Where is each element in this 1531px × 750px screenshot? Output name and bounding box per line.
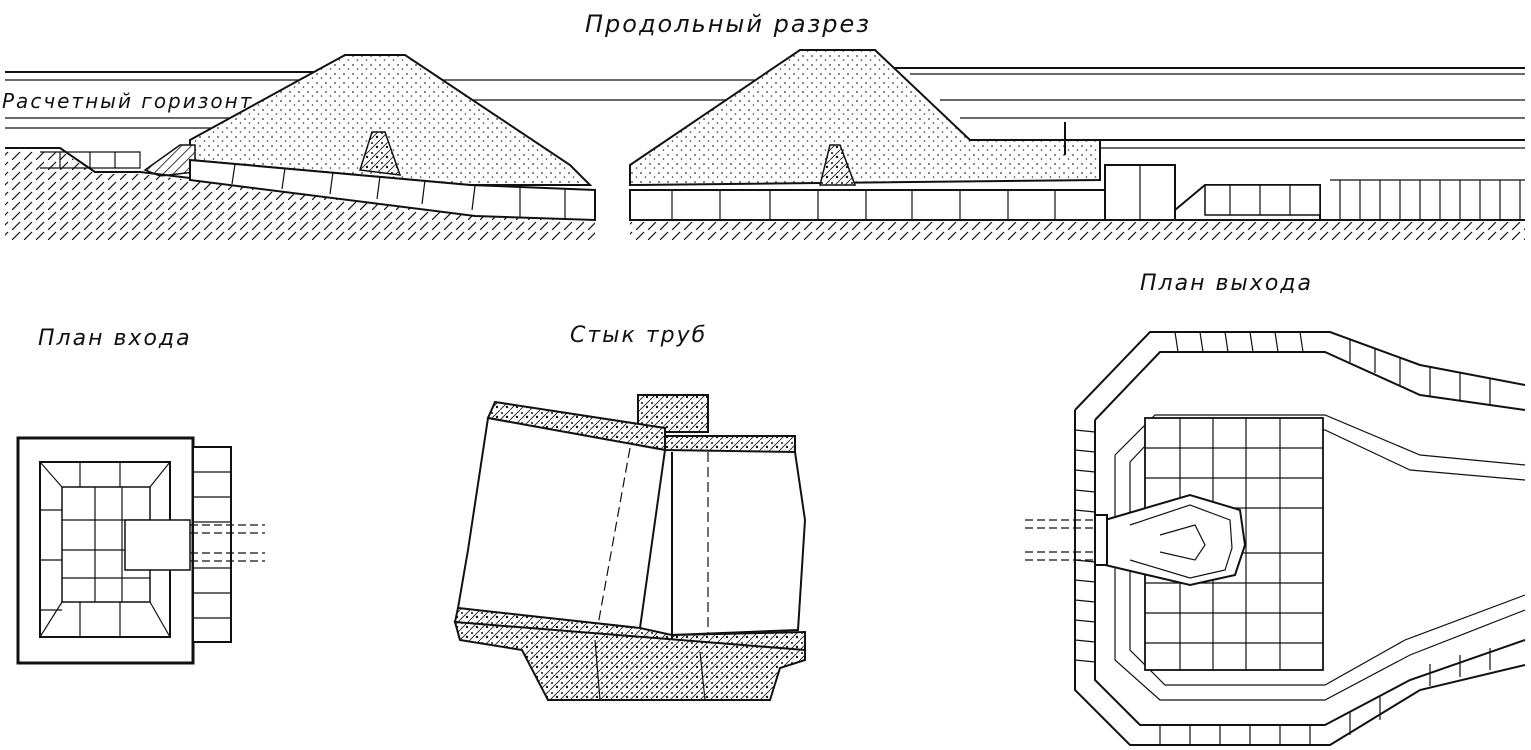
design-level-label: Расчетный горизонт [2,89,253,113]
embankment-right [629,49,1101,187]
pipe-section-left [189,158,596,222]
inlet-apron [40,151,141,169]
pipe-joint-detail [453,394,807,701]
inlet-headwall [143,144,196,177]
outlet-structure [1080,139,1525,221]
pipe-interior [456,416,807,637]
ground-left [5,150,595,240]
longitudinal-section [5,49,1525,240]
pipe-section-right [629,189,1106,221]
inlet-funnel [124,519,191,571]
outlet-plan-title: План выхода [1140,271,1313,296]
ground-right [630,222,1525,240]
inlet-outer-bricks [192,446,232,643]
water-level-lines [5,67,1525,129]
outlet-plan [1025,331,1526,746]
section-title: Продольный разрез [585,10,871,38]
inlet-plan-title: План входа [38,326,192,351]
energy-dissipator [1104,493,1247,587]
diaphragm-left [359,131,402,176]
pipe-joint-title: Стык труб [570,323,707,348]
diaphragm-right [819,144,857,186]
outlet-slope-hatch [1074,331,1491,745]
outlet-slope-ticks [1330,179,1525,220]
pipe-cradle [453,620,806,701]
joint-top-block [637,394,709,433]
inlet-plan [16,436,265,665]
